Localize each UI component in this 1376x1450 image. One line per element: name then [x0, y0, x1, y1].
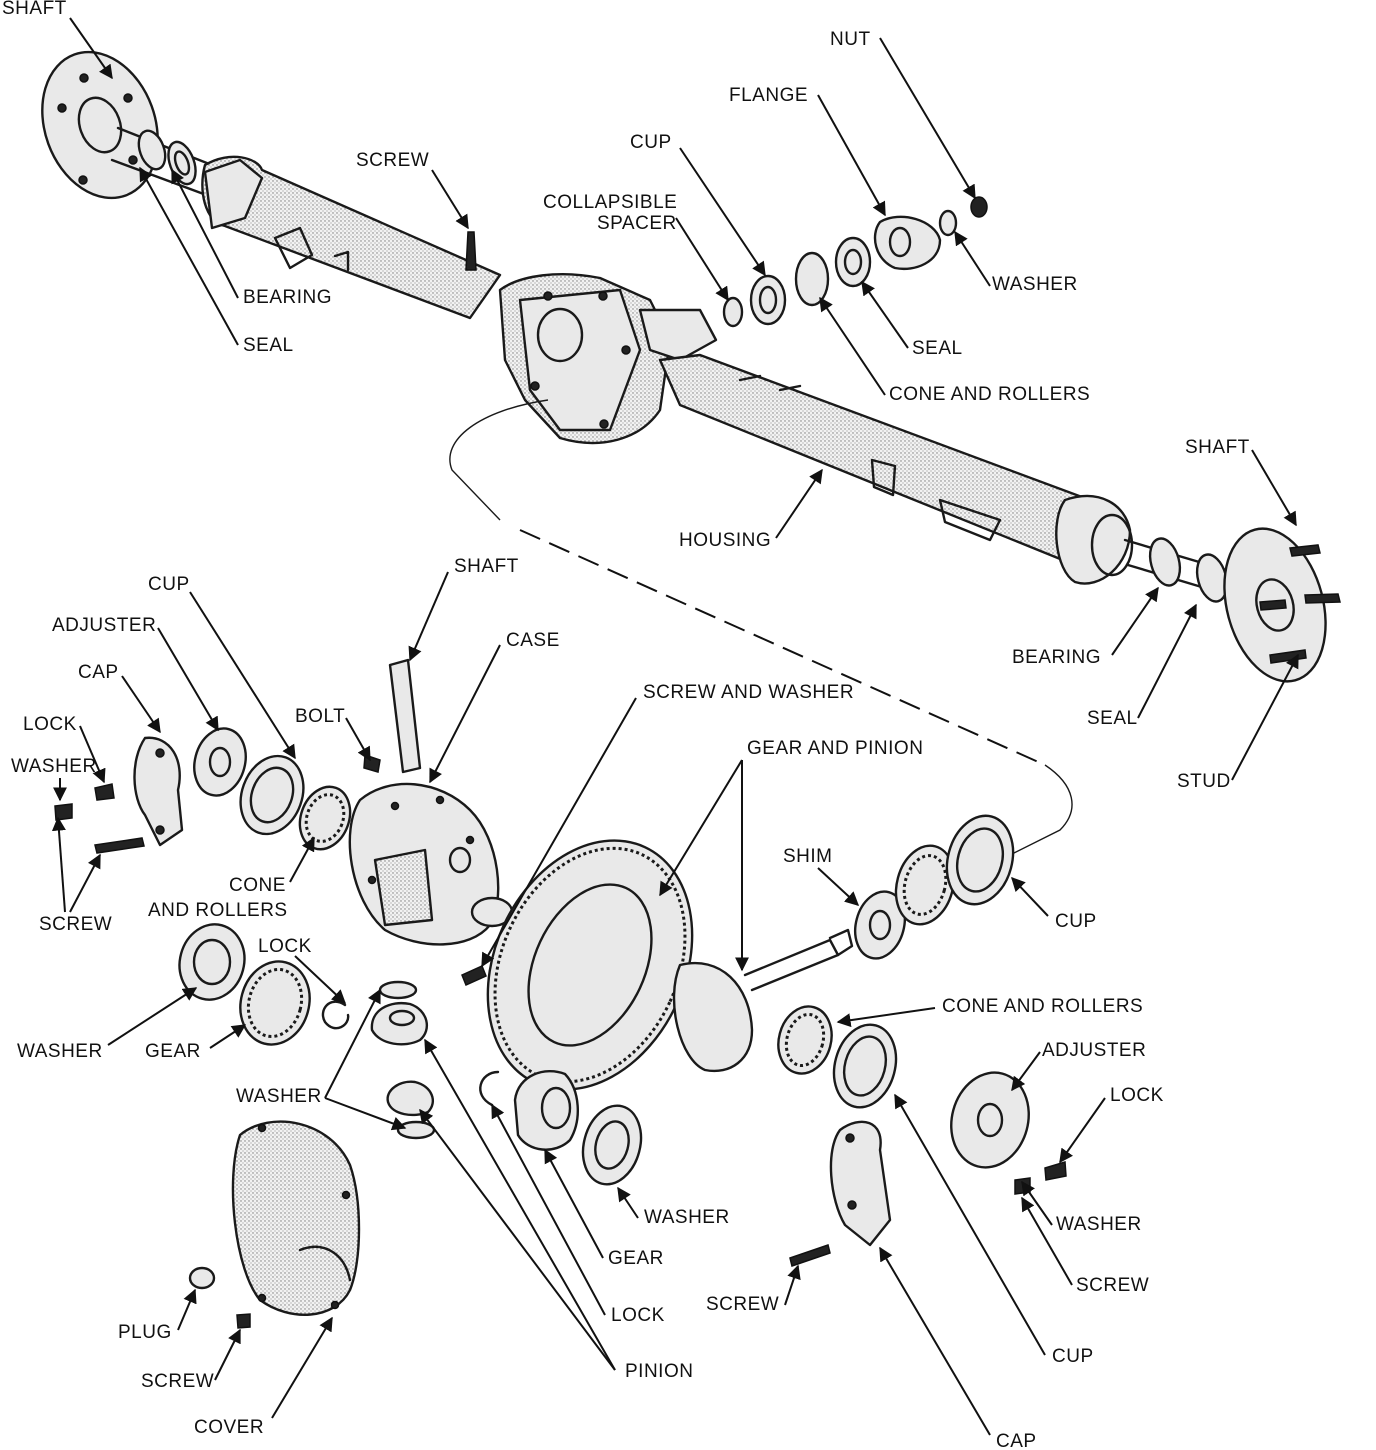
label-plug: PLUG	[118, 1322, 172, 1343]
housing-right-tube	[658, 353, 1134, 585]
label-cone-left: CONE	[229, 875, 286, 896]
right-cup-upper	[945, 814, 1015, 906]
label-gear-lower: GEAR	[608, 1248, 664, 1269]
left-adjuster	[193, 727, 247, 797]
label-cap-left: CAP	[78, 662, 119, 683]
label-screw-lower: SCREW	[706, 1294, 779, 1315]
part-labels: SHAFT BEARING SEAL SCREW COLLAPSIBLE SPA…	[2, 0, 1250, 1450]
label-washer-lower: WASHER	[644, 1207, 730, 1228]
side-gear-washer-left	[178, 923, 246, 1001]
differential-case	[348, 782, 514, 946]
label-screw-cover: SCREW	[141, 1371, 214, 1392]
label-bolt: BOLT	[295, 706, 345, 727]
differential-shaft	[388, 658, 422, 774]
label-spacer: SPACER	[597, 213, 677, 234]
shim-part	[854, 890, 906, 960]
label-adjuster-right: ADJUSTER	[1042, 1040, 1146, 1061]
label-bearing-right: BEARING	[1012, 647, 1101, 668]
pinion-gears-mid	[370, 980, 436, 1140]
label-adjuster-left: ADJUSTER	[52, 615, 156, 636]
label-flange: FLANGE	[729, 85, 808, 106]
label-screw-right: SCREW	[1076, 1275, 1149, 1296]
label-seal-left: SEAL	[243, 335, 294, 356]
label-lock-right: LOCK	[1110, 1085, 1164, 1106]
leader-lines	[51, 17, 1299, 1436]
label-cup-top: CUP	[630, 132, 672, 153]
right-bearing-cap	[789, 1120, 892, 1267]
label-screw-top: SCREW	[356, 150, 429, 171]
label-bearing-left: BEARING	[243, 287, 332, 308]
label-cone-rollers-right: CONE AND ROLLERS	[942, 996, 1143, 1017]
label-stud: STUD	[1177, 771, 1231, 792]
lock-ring-left	[321, 1000, 350, 1030]
left-bearing-cap	[54, 736, 184, 854]
label-washer-top: WASHER	[992, 274, 1078, 295]
label-gear-left: GEAR	[145, 1041, 201, 1062]
label-housing: HOUSING	[679, 530, 771, 551]
label-shaft-left: SHAFT	[2, 0, 67, 19]
label-seal-top: SEAL	[912, 338, 963, 359]
label-washer-right: WASHER	[1056, 1214, 1142, 1235]
left-seal-part	[137, 129, 167, 171]
label-lock-mid: LOCK	[258, 936, 312, 957]
right-axle-shaft	[1123, 527, 1341, 683]
screw-and-washer-part	[461, 964, 487, 987]
label-washer-mid: WASHER	[236, 1086, 322, 1107]
differential-exploded-parts	[54, 658, 1067, 1329]
right-adjuster	[950, 1071, 1030, 1169]
drive-pinion	[672, 928, 854, 1073]
screw-top-part	[465, 231, 477, 271]
label-gear-and-pinion: GEAR AND PINION	[747, 738, 923, 759]
label-screw-left: SCREW	[39, 914, 112, 935]
side-gear-washer-right	[581, 1104, 643, 1186]
label-lock-left: LOCK	[23, 714, 77, 735]
label-washer-left: WASHER	[11, 756, 97, 777]
plug-part	[188, 1266, 216, 1290]
pinion-front-parts	[722, 196, 988, 328]
bolt-part	[363, 753, 381, 773]
cover-screw-part	[236, 1313, 251, 1329]
right-cup-lower	[832, 1023, 898, 1109]
right-cone-rollers-lower	[777, 1005, 833, 1075]
differential-cover	[231, 1120, 361, 1316]
label-shim: SHIM	[783, 846, 833, 867]
label-case: CASE	[506, 630, 560, 651]
exploded-view-boundary	[449, 399, 1073, 856]
label-cap-lower: CAP	[996, 1431, 1037, 1450]
label-seal-right: SEAL	[1087, 708, 1138, 729]
lock-ring-lower	[479, 1070, 500, 1107]
label-screw-and-washer: SCREW AND WASHER	[643, 682, 854, 703]
right-lock-washer-screw	[1014, 1161, 1067, 1195]
label-and-rollers-left: AND ROLLERS	[148, 900, 288, 921]
label-shaft-mid: SHAFT	[454, 556, 519, 577]
label-lock-lower: LOCK	[611, 1305, 665, 1326]
label-pinion: PINION	[625, 1361, 693, 1382]
label-cup-lower: CUP	[1052, 1346, 1094, 1367]
label-cup-right-mid: CUP	[1055, 911, 1097, 932]
label-cone-rollers-top: CONE AND ROLLERS	[889, 384, 1090, 405]
label-cup-left: CUP	[148, 574, 190, 595]
label-nut: NUT	[830, 29, 871, 50]
side-gear-right	[513, 1069, 579, 1151]
label-washer-gear-left: WASHER	[17, 1041, 103, 1062]
label-cover: COVER	[194, 1417, 264, 1438]
label-shaft-right: SHAFT	[1185, 437, 1250, 458]
side-gear-left	[239, 960, 311, 1046]
right-cone-rollers-upper	[894, 844, 956, 926]
label-collapsible: COLLAPSIBLE	[543, 192, 677, 213]
axle-housing-assembly	[41, 50, 1341, 683]
housing-left-tube	[201, 155, 502, 320]
